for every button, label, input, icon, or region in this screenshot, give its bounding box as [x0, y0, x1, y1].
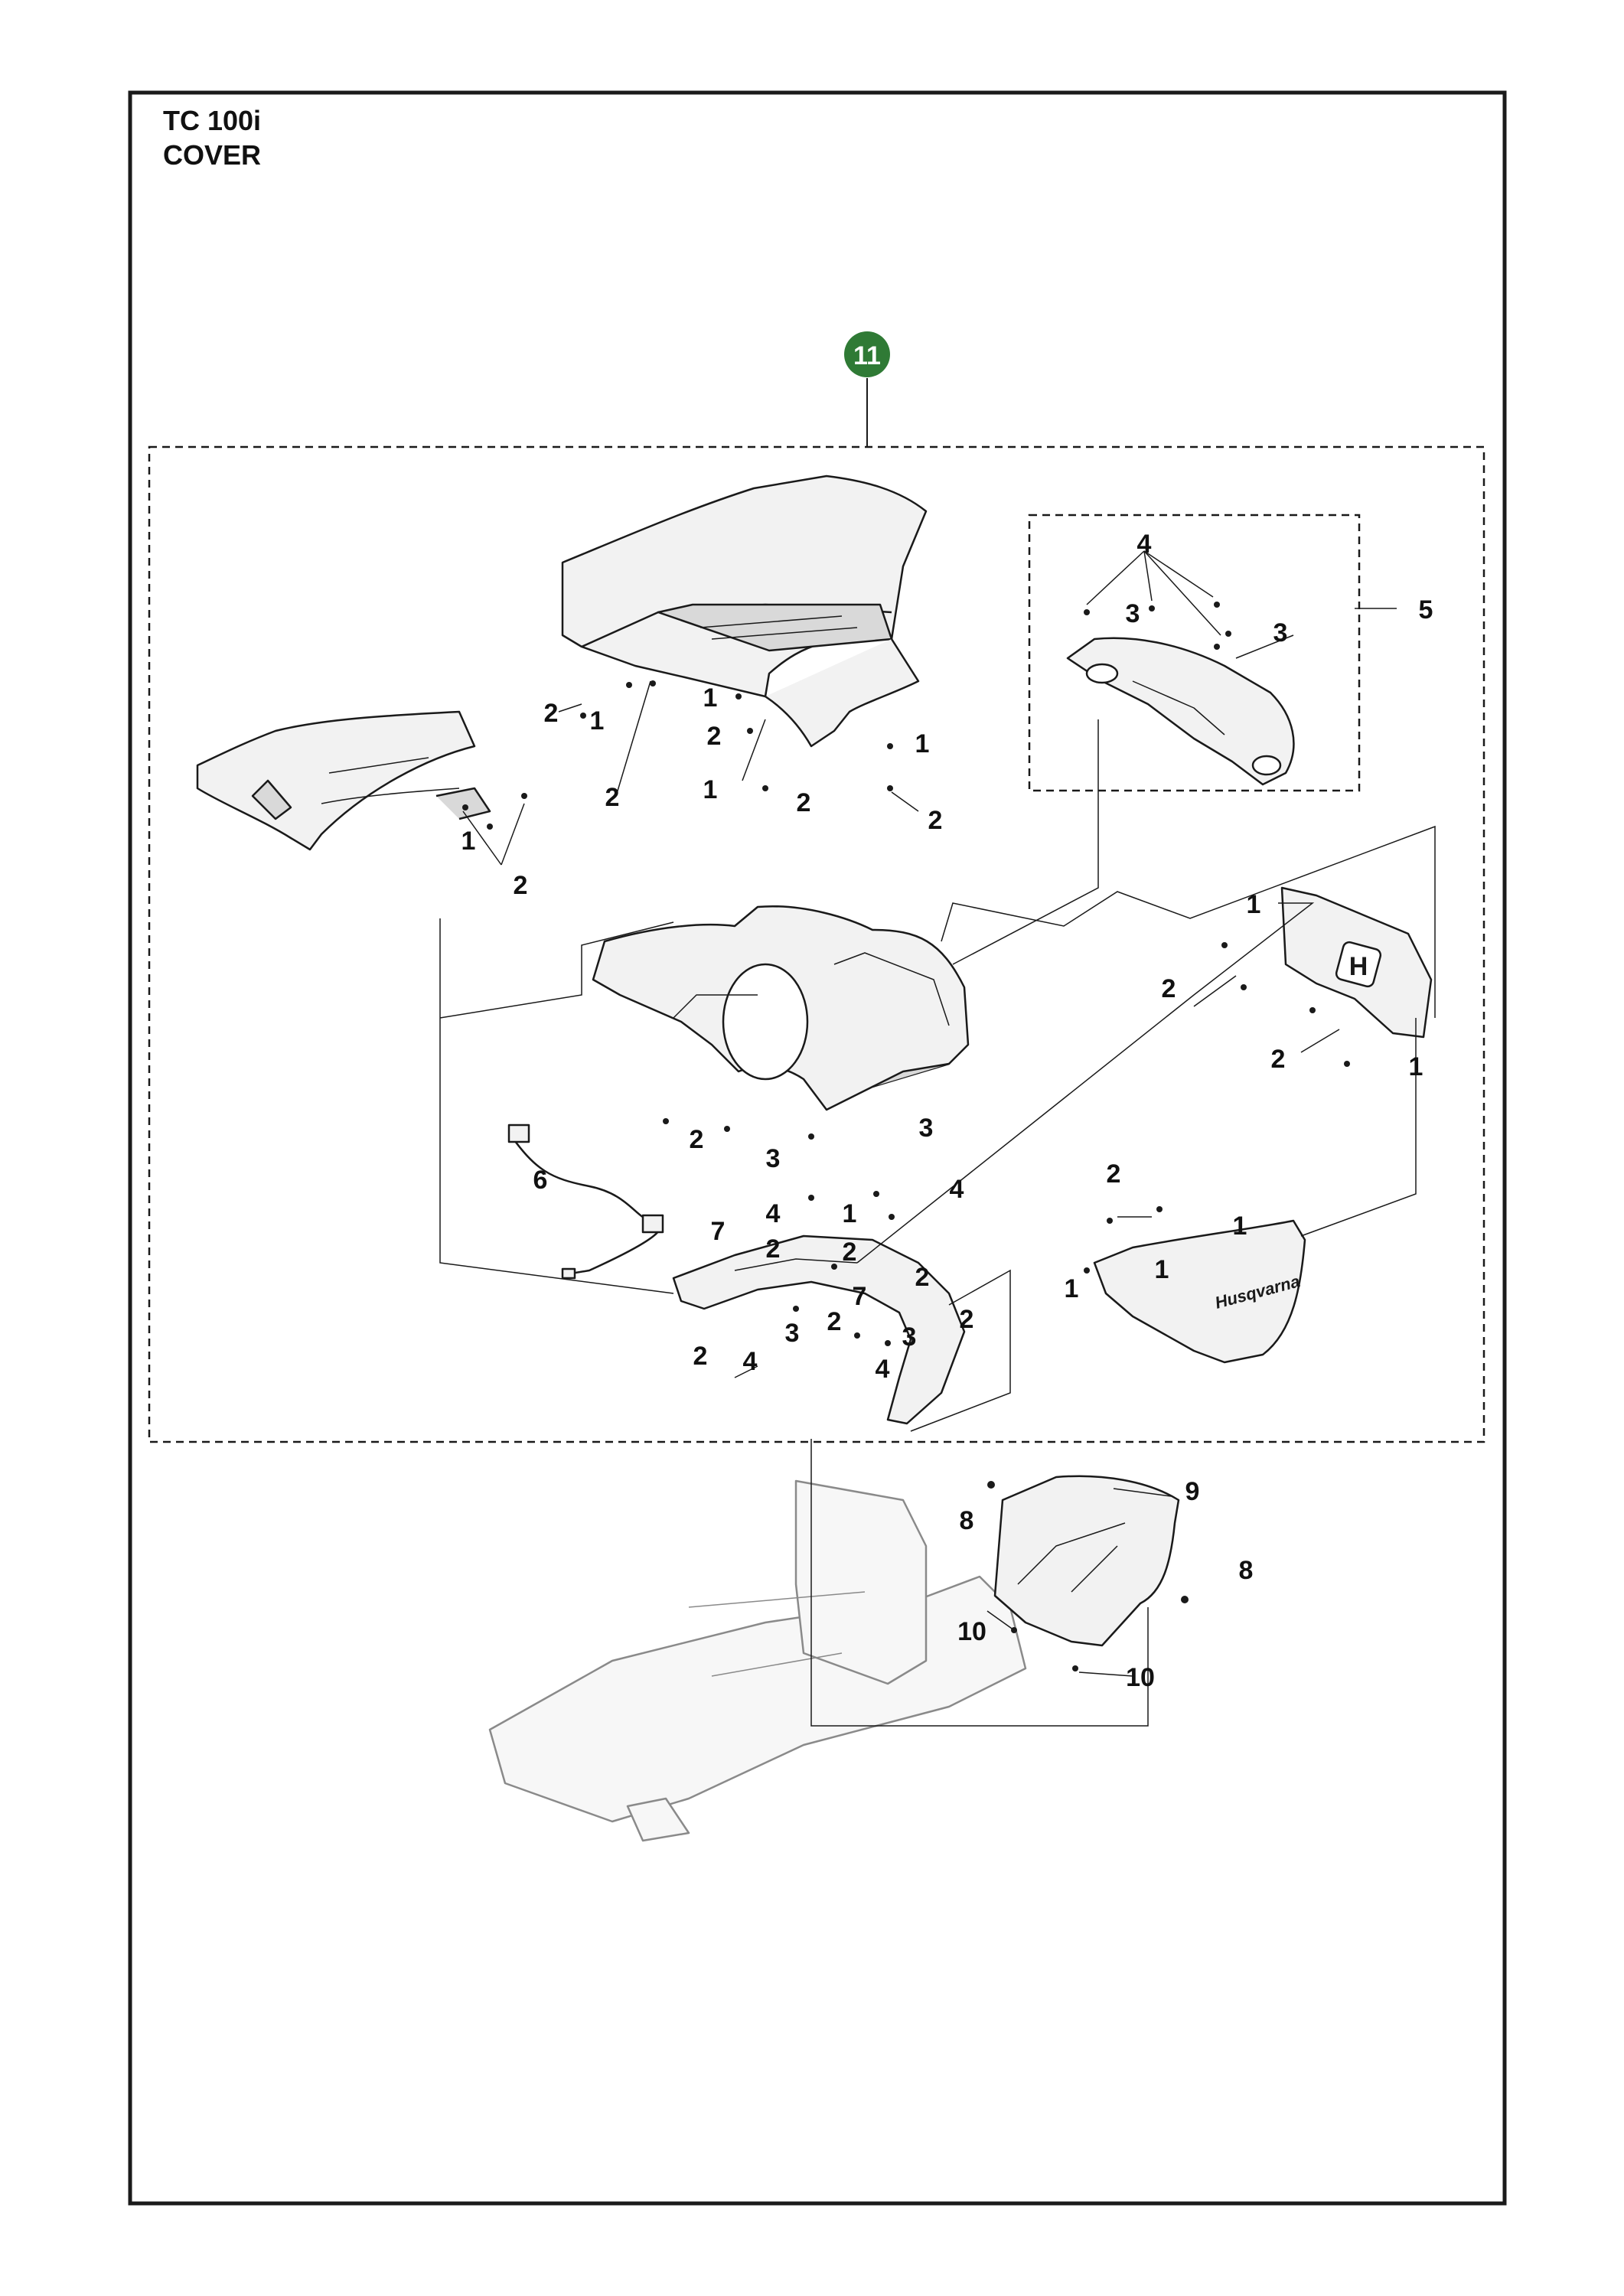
- callout-label: 1: [843, 1199, 857, 1228]
- callout-label: 1: [1155, 1255, 1169, 1284]
- callout-label: 4: [743, 1347, 758, 1376]
- callout-label: 2: [693, 1342, 708, 1371]
- fasteners: [462, 602, 1350, 1671]
- wire-harness: [507, 1124, 664, 1280]
- callout-label: 9: [1185, 1477, 1200, 1506]
- callout-label: 1: [703, 683, 718, 713]
- assembly-badge: 11: [844, 331, 890, 447]
- callout-label: 1: [461, 827, 476, 856]
- callout-label: 4: [950, 1175, 964, 1204]
- front-lower-cover: Husqvarna: [1093, 1219, 1306, 1364]
- callout-label: 8: [1239, 1556, 1254, 1585]
- callout-label: 4: [766, 1199, 781, 1228]
- callout-label: 7: [711, 1217, 726, 1246]
- right-side-panel: H: [1280, 886, 1433, 1039]
- callout-label: 1: [1409, 1052, 1423, 1081]
- callout-label: 2: [766, 1234, 781, 1264]
- svg-text:H: H: [1349, 952, 1368, 981]
- callout-label: 2: [1271, 1045, 1286, 1074]
- model-title: TC 100i: [163, 105, 262, 136]
- callout-label: 1: [590, 706, 605, 735]
- sub-assembly-group: [1028, 514, 1361, 792]
- top-hood-cover: [561, 475, 928, 748]
- callout-label: 3: [785, 1319, 800, 1348]
- main-body-cowl: [592, 905, 970, 1111]
- callout-label: 2: [915, 1263, 930, 1292]
- front-bumper: [672, 1234, 966, 1425]
- callout-label: 2: [928, 806, 943, 835]
- callout-label: 3: [1126, 599, 1140, 628]
- callout-label: 10: [1126, 1663, 1155, 1692]
- page-frame: [128, 90, 1507, 2206]
- callout-label: 2: [1162, 974, 1176, 1003]
- assembly-number: 11: [853, 341, 881, 370]
- callout-label: 3: [1273, 618, 1288, 647]
- callout-label: 1: [915, 729, 930, 758]
- callout-label: 4: [876, 1355, 890, 1384]
- rear-frame-cover: [993, 1475, 1180, 1647]
- chassis-frame: [488, 1479, 1027, 1842]
- callout-labels: 4 3 3 5 2 1 1 2 1 1 2 2 2 1 2 1 2 2 1 6 …: [461, 530, 1433, 1692]
- callout-leaders: [462, 550, 1340, 1677]
- section-title: COVER: [163, 139, 262, 171]
- callout-label: 3: [766, 1144, 781, 1173]
- callout-label: 2: [960, 1305, 974, 1334]
- callout-label: 5: [1419, 595, 1433, 625]
- callout-label: 1: [703, 775, 718, 804]
- callout-label: 2: [605, 783, 620, 812]
- rear-panel-assembly: [1066, 637, 1295, 786]
- callout-label: 7: [853, 1282, 867, 1311]
- callout-label: 4: [1137, 530, 1152, 559]
- callout-label: 2: [797, 788, 811, 817]
- callout-label: 2: [707, 722, 722, 751]
- leader-lines: [439, 608, 1436, 1727]
- cover-assembly-group: [148, 445, 1485, 1443]
- callout-label: 3: [902, 1322, 917, 1352]
- callout-label: 1: [1065, 1274, 1079, 1303]
- callout-label: 8: [960, 1506, 974, 1535]
- callout-label: 10: [957, 1617, 986, 1646]
- callout-label: 3: [919, 1114, 934, 1143]
- callout-label: 2: [690, 1125, 704, 1154]
- callout-label: 2: [544, 699, 559, 728]
- callout-label: 1: [1247, 890, 1261, 919]
- callout-label: 2: [514, 871, 528, 900]
- callout-label: 2: [1107, 1159, 1121, 1189]
- callout-label: 1: [1233, 1212, 1247, 1241]
- callout-label: 6: [533, 1166, 548, 1195]
- callout-label: 2: [827, 1307, 842, 1336]
- left-side-cover: [196, 710, 491, 851]
- callout-label: 2: [843, 1238, 857, 1267]
